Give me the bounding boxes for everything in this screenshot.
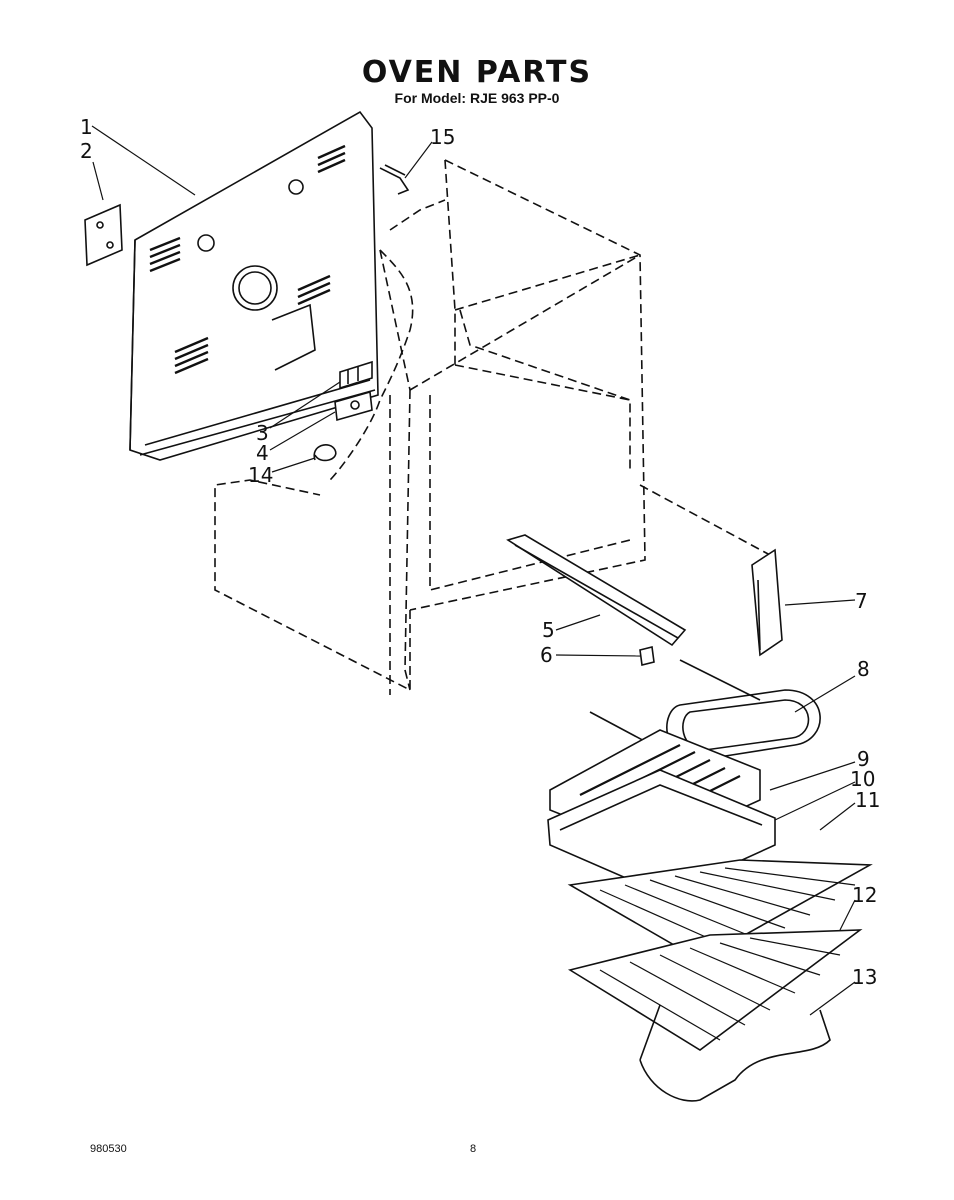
bake-element-part bbox=[639, 1004, 831, 1102]
callout-8: 8 bbox=[857, 657, 870, 681]
callout-5: 5 bbox=[542, 618, 555, 642]
oven-back-panel bbox=[129, 110, 379, 461]
clip-part bbox=[379, 164, 410, 195]
callout-1: 1 bbox=[80, 115, 93, 139]
cutaway-line bbox=[329, 249, 414, 481]
page-number: 8 bbox=[470, 1143, 477, 1155]
page-title: OVEN PARTS bbox=[361, 55, 593, 90]
terminal-block-part bbox=[339, 360, 373, 390]
broil-element-part bbox=[589, 659, 821, 761]
oven-rack-lower-part bbox=[567, 929, 863, 1051]
callout-12: 12 bbox=[852, 883, 877, 907]
wire-clip-part bbox=[313, 444, 337, 462]
light-cover-part bbox=[751, 548, 783, 657]
callout-3: 3 bbox=[256, 421, 269, 445]
document-number: 980530 bbox=[90, 1143, 127, 1155]
oven-cabinet bbox=[214, 159, 771, 695]
callout-7: 7 bbox=[855, 589, 868, 613]
leader-lines bbox=[91, 125, 856, 1016]
rail-part bbox=[506, 534, 687, 647]
model-subtitle: For Model: RJE 963 PP-0 bbox=[394, 90, 560, 106]
callout-10: 10 bbox=[850, 767, 875, 791]
rail-clip-part bbox=[639, 646, 655, 666]
callout-15: 15 bbox=[430, 125, 455, 149]
callout-6: 6 bbox=[540, 643, 553, 667]
oven-rack-upper-part bbox=[567, 859, 873, 961]
callout-2: 2 bbox=[80, 139, 93, 163]
callout-4: 4 bbox=[256, 441, 269, 465]
callout-9: 9 bbox=[857, 747, 870, 771]
callout-11: 11 bbox=[855, 788, 880, 812]
bracket-part bbox=[84, 203, 123, 267]
vent-slots bbox=[149, 144, 346, 375]
callout-labels: 1 2 3 4 14 15 5 6 7 8 9 10 11 12 13 bbox=[80, 115, 880, 989]
callout-13: 13 bbox=[852, 965, 877, 989]
receptacle-part bbox=[334, 390, 373, 422]
callout-14: 14 bbox=[248, 463, 273, 487]
